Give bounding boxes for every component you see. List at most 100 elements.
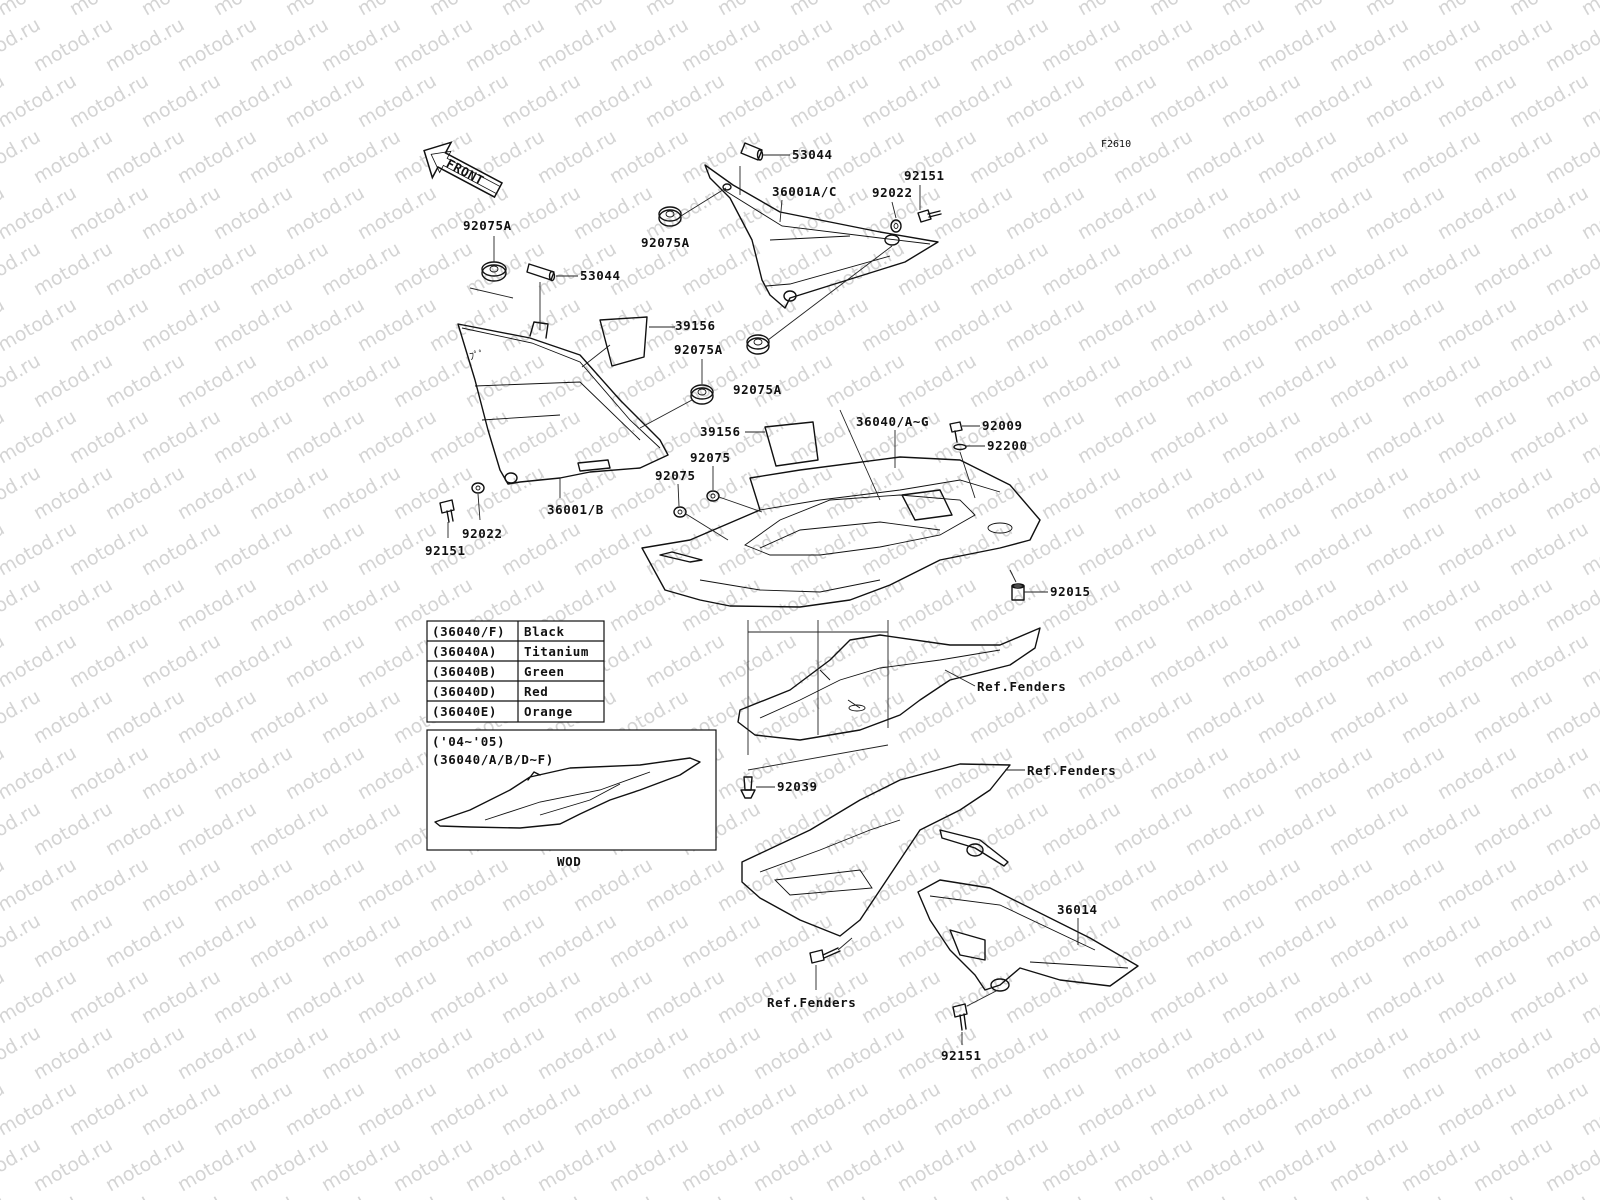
watermark-text: motod.ru [210, 630, 296, 693]
watermark-text: motod.ru [1038, 238, 1124, 301]
watermark-text: motod.ru [1326, 798, 1412, 861]
watermark-text: motod.ru [0, 182, 80, 245]
watermark-text: motod.ru [1434, 406, 1520, 469]
watermark-text: motod.ru [1074, 966, 1160, 1029]
watermark-text: motod.ru [1110, 910, 1196, 973]
watermark-text: motod.ru [1290, 294, 1376, 357]
watermark-text: motod.ru [606, 14, 692, 77]
watermark-text: motod.ru [1002, 294, 1088, 357]
watermark-text: motod.ru [0, 1078, 80, 1141]
watermark-text: motod.ru [498, 70, 584, 133]
watermark-text: motod.ru [786, 70, 872, 133]
watermark-text: motod.ru [1398, 1022, 1484, 1085]
screw-92009 [949, 421, 963, 443]
watermark-text: motod.ru [1506, 854, 1592, 917]
watermark-text: motod.ru [894, 14, 980, 77]
watermark-text: motod.ru [1362, 182, 1448, 245]
watermark-text: motod.ru [462, 1022, 548, 1085]
watermark-text: motod.ru [1110, 1134, 1196, 1197]
watermark-text: motod.ru [750, 910, 836, 973]
watermark-text: motod.ru [1182, 574, 1268, 637]
watermark-text: motod.ru [1398, 686, 1484, 749]
watermark-text: motod.ru [210, 294, 296, 357]
label-92022-top: 92022 [872, 185, 913, 200]
watermark-text: motod.ru [1434, 1078, 1520, 1141]
watermark-text: motod.ru [1434, 518, 1520, 581]
watermark-text: motod.ru [426, 966, 512, 1029]
watermark-text: motod.ru [642, 70, 728, 133]
watermark-text: motod.ru [1398, 1134, 1484, 1197]
watermark-text: motod.ru [210, 70, 296, 133]
watermark-text: motod.ru [1182, 238, 1268, 301]
watermark-text: motod.ru [1074, 630, 1160, 693]
watermark-text: motod.ru [246, 238, 332, 301]
watermark-text: motod.ru [498, 966, 584, 1029]
watermark-text: motod.ru [282, 182, 368, 245]
watermark-text: motod.ru [0, 294, 80, 357]
watermark-text: motod.ru [66, 518, 152, 581]
watermark-text: motod.ru [138, 518, 224, 581]
watermark-text: motod.ru [1434, 294, 1520, 357]
watermark-text: motod.ru [426, 406, 512, 469]
watermark-text: motod.ru [930, 182, 1016, 245]
watermark-text: motod.ru [102, 350, 188, 413]
watermark-text: motod.ru [1074, 70, 1160, 133]
watermark-text: motod.ru [246, 462, 332, 525]
rear-fender [741, 763, 1011, 937]
watermark-text: motod.ru [1038, 350, 1124, 413]
watermark-text: motod.ru [1326, 126, 1412, 189]
label-36014: 36014 [1057, 902, 1098, 917]
watermark-text: motod.ru [1290, 966, 1376, 1029]
watermark-text: motod.ru [498, 182, 584, 245]
watermark-text: motod.ru [678, 238, 764, 301]
watermark-text: motod.ru [642, 630, 728, 693]
watermark-text: motod.ru [210, 742, 296, 805]
watermark-text: motod.ru [354, 854, 440, 917]
watermark-text: motod.ru [1362, 854, 1448, 917]
watermark-text: motod.ru [606, 1134, 692, 1197]
watermark-text: motod.ru [138, 294, 224, 357]
watermark-text: motod.ru [1218, 518, 1304, 581]
watermark-text: motod.ru [1362, 742, 1448, 805]
watermark-text: motod.ru [102, 462, 188, 525]
watermark-text: motod.ru [1254, 798, 1340, 861]
watermark-text: motod.ru [894, 462, 980, 525]
watermark-text: motod.ru [102, 574, 188, 637]
watermark-text: motod.ru [102, 1134, 188, 1197]
watermark-text: motod.ru [318, 1022, 404, 1085]
watermark-text: motod.ru [1146, 742, 1232, 805]
watermark-text: motod.ru [678, 1134, 764, 1197]
watermark-text: motod.ru [390, 238, 476, 301]
watermark-text: motod.ru [1146, 966, 1232, 1029]
watermark-text: motod.ru [282, 70, 368, 133]
watermark-text: motod.ru [534, 126, 620, 189]
watermark-text: motod.ru [174, 462, 260, 525]
watermark-text: motod.ru [390, 910, 476, 973]
watermark-text: motod.ru [1326, 1134, 1412, 1197]
watermark-text: motod.ru [1182, 350, 1268, 413]
watermark-text: motod.ru [1218, 630, 1304, 693]
watermark-text: motod.ru [0, 966, 80, 1029]
seat-cowl [641, 456, 1041, 608]
watermark-text: motod.ru [1326, 686, 1412, 749]
watermark-text: motod.ru [138, 1078, 224, 1141]
watermark-text: motod.ru [318, 14, 404, 77]
watermark-text: motod.ru [1110, 350, 1196, 413]
watermark-text: motod.ru [318, 238, 404, 301]
watermark-text: motod.ru [210, 1078, 296, 1141]
watermark-text: motod.ru [426, 182, 512, 245]
watermark-text: motod.ru [822, 238, 908, 301]
watermark-text: motod.ru [1290, 406, 1376, 469]
rivet-92039 [740, 776, 756, 799]
watermark-text: motod.ru [246, 1134, 332, 1197]
label-39156-mid: 39156 [700, 424, 741, 439]
watermark-text: motod.ru [1326, 14, 1412, 77]
label-92151-left: 92151 [425, 543, 466, 558]
watermark-text: motod.ru [102, 126, 188, 189]
color-table: (36040/F) Black (36040A) Titanium (36040… [426, 620, 605, 723]
inset-box: ('04~'05) (36040/A/B/D~F) [426, 729, 717, 851]
watermark-text: motod.ru [570, 1078, 656, 1141]
watermark-text: motod.ru [822, 14, 908, 77]
watermark-text: motod.ru [606, 910, 692, 973]
